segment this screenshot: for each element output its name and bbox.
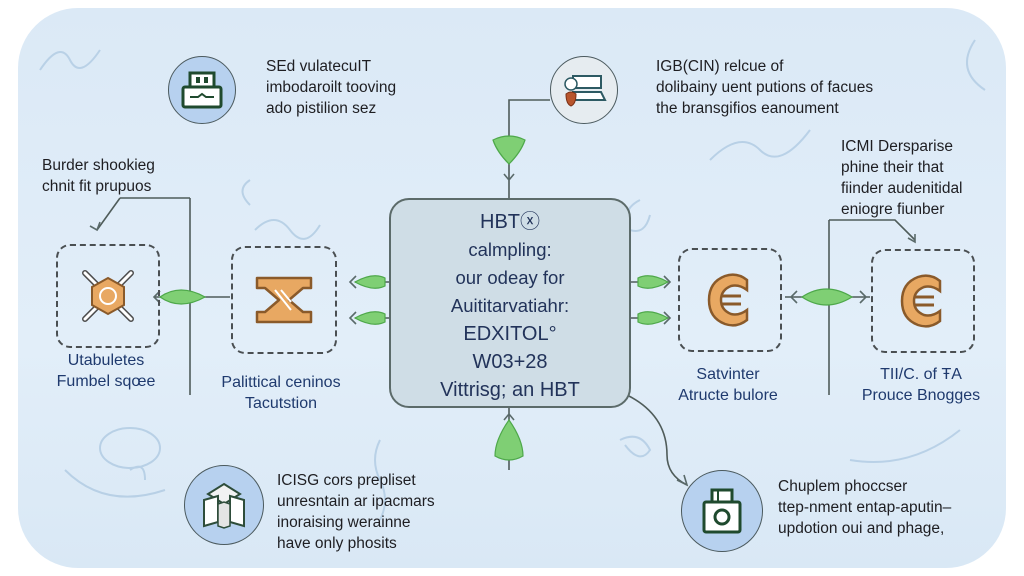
dna-decoration [966,39,986,91]
callout-line: ICMI Dersparise [841,138,953,155]
cube-package-icon-circle [184,465,264,545]
dna-decoration [619,435,652,458]
node-caption: Utabuletes Fumbel sqœe [46,350,166,392]
green-connector-leaf [494,418,524,461]
dna-decoration [849,429,961,463]
scanner-device-icon [564,75,607,107]
center-line: HBTⓧ [480,211,540,233]
note-line: dolibainy uent putions of facues [656,79,874,96]
cube-package-icon [203,482,245,529]
usb-drive-icon-circle [168,56,236,124]
usb-drive-icon [181,71,223,109]
green-connector-leaf [353,275,386,289]
arrowhead-icon [663,275,672,289]
callout-line: chnit fit prupuos [42,178,152,195]
caption-line: Utabuletes [67,352,145,369]
connector-line [626,394,688,486]
node-caption: TII/C. of ŦA Prouce Bnogges [846,364,996,406]
node-euro-coin-b[interactable] [871,249,975,353]
arrowhead-icon [789,290,798,304]
caption-line: Fumbel sqœe [56,373,156,390]
euro-coin-icon [900,274,942,328]
dna-decoration [709,129,811,161]
note-line: ICISG cors prepliset [277,472,416,489]
center-hub-box[interactable]: HBTⓧ calmpling: our odeay for Auititarva… [389,198,631,408]
center-line: W03+28 [472,351,548,373]
arrowhead-icon [859,290,868,304]
connector-line [508,99,550,198]
caption-line: TII/C. of ŦA [880,366,962,383]
euro-coin-icon [707,273,749,327]
green-connector-leaf [158,289,207,305]
callout-line: eniogre fiunber [841,201,945,218]
note-line: inoraising werainne [277,514,411,531]
node-caption: Palittical ceninos Tacutstion [196,372,366,414]
arrowhead-icon [348,311,357,325]
arrowhead-icon [503,412,515,421]
arrowhead-icon [503,173,515,182]
center-line: Auititarvatiahr: [450,295,570,316]
arrowhead-icon [907,234,916,244]
camera-lock-icon-circle [681,470,763,552]
note-line: have only phosits [277,535,397,552]
connector-line [96,197,121,231]
decorative-dna-shapes [39,39,986,521]
note-line: imbodaroilt tooving [266,79,397,96]
green-connector-leaf [800,288,854,306]
arrowhead-icon [89,221,101,232]
note-line: ttep-nment entap-aputin– [778,499,952,516]
note-line: the bransgifios eanoument [656,100,839,117]
dna-decoration [254,219,321,240]
arrowhead-icon [348,275,357,289]
caption-line: Prouce Bnogges [861,387,981,404]
bottom-left-note: ICISG cors prepliset unresntain ar ipacm… [277,470,435,554]
note-line: unresntain ar ipacmars [277,493,435,510]
note-line: IGB(CIN) relcue of [656,58,784,75]
caption-line: Palittical ceninos [221,374,341,391]
green-connector-leaf [637,311,670,325]
caption-line: Tacutstion [244,395,318,412]
dna-decoration [241,179,251,206]
node-euro-coin-a[interactable] [678,248,782,352]
caption-line: Atructe bulore [678,387,778,404]
caption-line: Satvinter [696,366,760,383]
camera-lock-icon [702,488,742,534]
top-right-note: IGB(CIN) relcue of dolibainy uent pution… [656,56,873,119]
note-line: SEd vulatecuIT [266,58,372,75]
right-callout: ICMI Dersparise phine their that fiinder… [841,136,963,220]
node-drone[interactable] [56,244,160,348]
dna-decoration [39,49,101,71]
center-line: Vittrisg; an HBT [440,379,580,401]
bottom-right-note: Chuplem phoccser ttep-nment entap-aputin… [778,476,951,539]
green-connector-leaf [637,275,670,289]
note-line: updotion oui and phage, [778,520,945,537]
top-left-note: SEd vulatecuIT imbodaroilt tooving ado p… [266,56,396,119]
center-line: EDXITOL° [463,323,557,345]
green-connector-leaf [353,311,386,325]
drone-cross-icon [82,270,134,322]
node-caption: Satvinter Atructe bulore [658,364,798,406]
green-connector-leaf [492,135,526,165]
center-line: calmpling: [468,239,552,260]
dna-decoration [129,465,146,481]
callout-line: phine their that [841,159,944,176]
dna-decoration [64,469,166,498]
callout-line: Burder shookieg [42,157,155,174]
connector-line [829,219,916,241]
callout-line: fiinder audenitidal [841,180,963,197]
arrowhead-icon [676,474,689,487]
dna-decoration [99,427,161,469]
center-line: our odeay for [455,267,565,288]
scanner-device-icon-circle [550,56,618,124]
node-sigma[interactable] [231,246,337,354]
note-line: ado pistilion sez [266,100,377,117]
left-callout: Burder shookieg chnit fit prupuos [42,155,155,197]
arrowhead-icon [663,311,672,325]
note-line: Chuplem phoccser [778,478,908,495]
sigma-icon [255,276,313,324]
dna-decoration [374,439,386,521]
